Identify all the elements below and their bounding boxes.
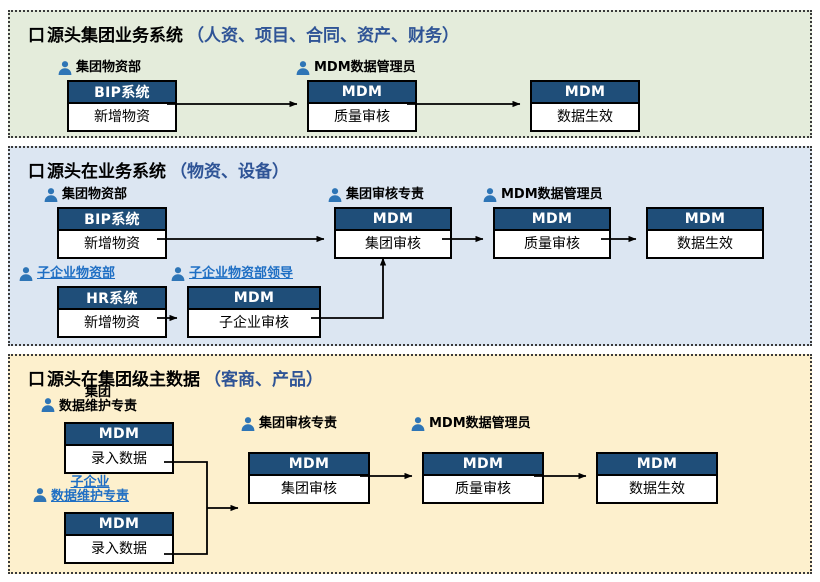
- role-mdm-data-admin: MDM数据管理员: [295, 60, 416, 76]
- node-body: 录入数据: [66, 536, 172, 560]
- role-label: 子企业 数据维护专责: [51, 475, 130, 505]
- person-icon: [410, 416, 426, 432]
- section-source-in-group-master-data: 口源头在集团级主数据（客商、产品） 集团 数据维护专责 MDM 录入数据 子企业…: [8, 354, 812, 574]
- role-label: 集团审核专责: [346, 187, 425, 203]
- node-body: 集团审核: [336, 231, 450, 255]
- node-mdm-group-review[interactable]: MDM 集团审核: [334, 207, 452, 259]
- node-header: MDM: [336, 209, 450, 231]
- role-mdm-data-admin: MDM数据管理员: [482, 187, 603, 203]
- section-1-title-text: 源头集团业务系统: [47, 26, 183, 46]
- person-icon: [240, 416, 256, 432]
- node-mdm-data-effective[interactable]: MDM 数据生效: [530, 80, 640, 132]
- node-mdm-quality-review[interactable]: MDM 质量审核: [307, 80, 417, 132]
- role-group-review-owner: 集团审核专责: [327, 187, 424, 203]
- node-body: 新增物资: [59, 231, 165, 255]
- section-1-bullet: 口: [28, 26, 45, 46]
- role-label: MDM数据管理员: [501, 187, 603, 203]
- person-icon: [57, 60, 73, 76]
- node-header: MDM: [66, 514, 172, 536]
- role-label: 集团 数据维护专责: [59, 385, 138, 415]
- node-header: BIP系统: [59, 209, 165, 231]
- node-mdm-quality-review[interactable]: MDM 质量审核: [422, 452, 544, 504]
- node-header: BIP系统: [69, 82, 175, 104]
- section-3-bullet: 口: [28, 370, 45, 390]
- node-body: 子企业审核: [189, 310, 319, 334]
- section-2-title: 口源头在业务系统（物资、设备）: [28, 157, 289, 182]
- section-3-title-paren: （客商、产品）: [204, 370, 323, 390]
- section-2-title-text: 源头在业务系统: [47, 162, 166, 182]
- node-mdm-group-entry[interactable]: MDM 录入数据: [64, 422, 174, 474]
- node-body: 录入数据: [66, 446, 172, 470]
- role-sub-enterprise-materials-leader: 子企业物资部领导: [170, 266, 293, 282]
- role-group-review-owner: 集团审核专责: [240, 416, 337, 432]
- role-label: 子企业物资部: [37, 266, 116, 282]
- person-icon: [482, 187, 498, 203]
- node-header: HR系统: [59, 288, 165, 310]
- role-label: MDM数据管理员: [314, 60, 416, 76]
- node-body: 数据生效: [598, 476, 716, 500]
- role-sub-enterprise-materials-dept: 子企业物资部: [18, 266, 115, 282]
- section-2-bullet: 口: [28, 162, 45, 182]
- node-mdm-sub-enterprise-review[interactable]: MDM 子企业审核: [187, 286, 321, 338]
- person-icon: [40, 397, 56, 413]
- role-label: MDM数据管理员: [429, 416, 531, 432]
- person-icon: [43, 187, 59, 203]
- node-body: 新增物资: [69, 104, 175, 128]
- role-label-line2: 数据维护专责: [59, 399, 138, 415]
- person-icon: [295, 60, 311, 76]
- section-2-title-paren: （物资、设备）: [170, 162, 289, 182]
- node-header: MDM: [66, 424, 172, 446]
- node-header: MDM: [189, 288, 319, 310]
- role-sub-enterprise-data-maintainer: 子企业 数据维护专责: [32, 475, 130, 505]
- node-header: MDM: [532, 82, 638, 104]
- role-label: 子企业物资部领导: [189, 266, 294, 282]
- node-mdm-sub-enterprise-entry[interactable]: MDM 录入数据: [64, 512, 174, 564]
- node-body: 质量审核: [309, 104, 415, 128]
- role-label: 集团审核专责: [259, 416, 338, 432]
- role-label: 集团物资部: [76, 60, 142, 76]
- node-hr-new-material[interactable]: HR系统 新增物资: [57, 286, 167, 338]
- role-group-materials-dept: 集团物资部: [43, 187, 127, 203]
- section-source-in-business-system: 口源头在业务系统（物资、设备） 集团物资部 集团审核专责 MDM数据管理员 BI…: [8, 146, 812, 346]
- person-icon: [170, 266, 186, 282]
- node-mdm-data-effective[interactable]: MDM 数据生效: [596, 452, 718, 504]
- node-header: MDM: [598, 454, 716, 476]
- role-group-materials-dept: 集团物资部: [57, 60, 141, 76]
- node-mdm-data-effective[interactable]: MDM 数据生效: [646, 207, 764, 259]
- section-1-title-paren: （人资、项目、合同、资产、财务）: [187, 26, 459, 46]
- person-icon: [327, 187, 343, 203]
- person-icon: [18, 266, 34, 282]
- node-mdm-group-review[interactable]: MDM 集团审核: [248, 452, 370, 504]
- person-icon: [32, 487, 48, 503]
- node-body: 集团审核: [250, 476, 368, 500]
- role-label-line1: 集团: [85, 385, 112, 400]
- node-body: 数据生效: [648, 231, 762, 255]
- role-mdm-data-admin: MDM数据管理员: [410, 416, 531, 432]
- node-body: 新增物资: [59, 310, 165, 334]
- node-bip-new-material[interactable]: BIP系统 新增物资: [67, 80, 177, 132]
- section-3-title: 口源头在集团级主数据（客商、产品）: [28, 365, 323, 390]
- node-header: MDM: [250, 454, 368, 476]
- node-header: MDM: [495, 209, 609, 231]
- role-label-line1: 子企业: [70, 475, 110, 490]
- role-group-data-maintainer: 集团 数据维护专责: [40, 385, 138, 415]
- role-label: 集团物资部: [62, 187, 128, 203]
- role-label-line2: 数据维护专责: [51, 489, 130, 505]
- node-bip-new-material[interactable]: BIP系统 新增物资: [57, 207, 167, 259]
- node-header: MDM: [424, 454, 542, 476]
- section-1-title: 口源头集团业务系统（人资、项目、合同、资产、财务）: [28, 21, 459, 46]
- node-header: MDM: [309, 82, 415, 104]
- section-3-title-text: 源头在集团级主数据: [47, 370, 200, 390]
- node-header: MDM: [648, 209, 762, 231]
- section-source-group-business-system: 口源头集团业务系统（人资、项目、合同、资产、财务） 集团物资部 MDM数据管理员…: [8, 10, 812, 138]
- node-mdm-quality-review[interactable]: MDM 质量审核: [493, 207, 611, 259]
- node-body: 质量审核: [495, 231, 609, 255]
- node-body: 数据生效: [532, 104, 638, 128]
- node-body: 质量审核: [424, 476, 542, 500]
